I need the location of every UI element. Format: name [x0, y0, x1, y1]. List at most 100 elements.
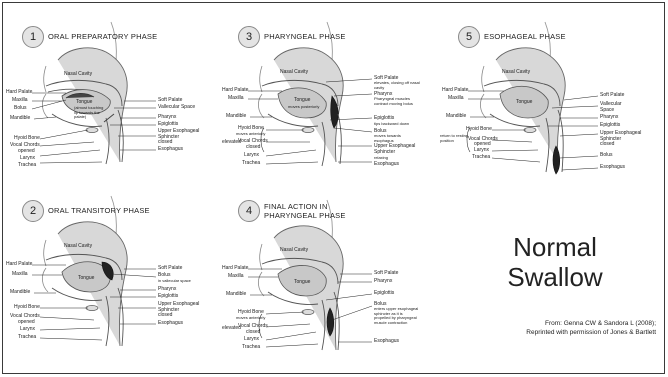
label-mandible: Mandible	[10, 290, 30, 296]
label-pharynx: Pharynx	[158, 115, 176, 121]
label-trachea: Trachea	[242, 161, 260, 167]
label-nasal-cavity: Nasal Cavity	[64, 72, 92, 78]
label-tongue: Tongue	[294, 280, 310, 286]
label-larynx: Larynx	[20, 156, 35, 162]
label-trachea: Trachea	[242, 345, 260, 351]
label-ues-closed: closed	[158, 140, 172, 146]
phase-title: FINAL ACTION IN PHARYNGEAL PHASE	[264, 202, 346, 220]
label-pharynx: Pharynx	[600, 115, 618, 121]
label-esophagus: Esophagus	[158, 147, 183, 153]
label-vocal-closed: closed	[246, 145, 260, 151]
slide-title-line-2: Swallow	[470, 262, 640, 292]
label-mandible: Mandible	[226, 114, 246, 120]
label-pharynx-note: Pharyngeal muscles contract moving bolus	[374, 97, 418, 106]
label-esophagus: Esophagus	[600, 165, 625, 171]
phase-title-line-2: PHARYNGEAL PHASE	[264, 211, 346, 220]
label-epiglottis: Epiglottis	[374, 291, 394, 297]
label-maxilla: Maxilla	[12, 98, 28, 104]
label-vallecular-space: Vallecular Space	[600, 102, 630, 113]
phase-number-badge: 4	[238, 200, 260, 222]
label-esophagus: Esophagus	[374, 339, 399, 345]
label-epiglottis: Epiglottis	[158, 294, 178, 300]
panel-oral-preparatory: 1 ORAL PREPARATORY PHASE Nasal Cavity Ha…	[6, 22, 220, 187]
slide-title: Normal Swallow	[470, 232, 640, 292]
phase-number-badge: 3	[238, 26, 260, 48]
label-hyoid-note: moves anteriorly	[236, 315, 265, 321]
label-vallecular-space: Vallecular Space	[158, 105, 195, 111]
label-soft-palate-note: elevates, closing off nasal cavity	[374, 81, 430, 90]
label-tongue: Tongue	[294, 98, 310, 104]
label-bolus: Bolus	[600, 153, 613, 159]
label-bolus-note: in vallecular space	[158, 278, 191, 284]
label-trachea: Trachea	[472, 155, 490, 161]
label-bolus-note: moves towards esophagus	[374, 134, 418, 143]
label-vocal-opened: opened	[18, 149, 35, 155]
label-larynx: Larynx	[244, 337, 259, 343]
label-epiglottis-note: tips backward down	[374, 121, 409, 127]
phase-title-line-1: FINAL ACTION IN	[264, 202, 346, 211]
label-larynx: Larynx	[244, 153, 259, 159]
label-mandible: Mandible	[226, 292, 246, 298]
label-hard-palate: Hard Palate	[222, 88, 248, 94]
panel-pharyngeal: 3 PHARYNGEAL PHASE Nasal Cavity Hard Pal…	[222, 22, 436, 192]
label-bracket-resting: return to resting position	[440, 134, 468, 143]
label-vocal-opened: opened	[18, 320, 35, 326]
label-hard-palate: Hard Palate	[6, 90, 32, 96]
label-nasal-cavity: Nasal Cavity	[280, 248, 308, 254]
label-trachea: Trachea	[18, 335, 36, 341]
label-bolus: Bolus	[14, 106, 27, 112]
phase-title: ESOPHAGEAL PHASE	[484, 32, 566, 41]
phase-title: ORAL PREPARATORY PHASE	[48, 32, 157, 41]
label-upper-esophageal-sphincter: Upper Esophageal Sphincter	[374, 144, 428, 155]
label-tongue-note: (almost touching lip towards the palate)	[74, 106, 108, 120]
label-hyoid-bone: Hyoid Bone	[14, 136, 40, 142]
label-hard-palate: Hard Palate	[222, 266, 248, 272]
label-tongue-note: moves posteriorly	[288, 104, 319, 110]
label-esophagus: Esophagus	[158, 321, 183, 327]
label-tongue: Tongue	[78, 276, 94, 282]
source-credit: From: Genna CW & Sandora L (2008); Repri…	[440, 320, 656, 337]
label-ues-closed: closed	[600, 142, 614, 148]
slide-title-line-1: Normal	[470, 232, 640, 262]
label-nasal-cavity: Nasal Cavity	[502, 70, 530, 76]
phase-number-badge: 1	[22, 26, 44, 48]
panel-final-pharyngeal: 4 FINAL ACTION IN PHARYNGEAL PHASE Nasal…	[222, 196, 436, 368]
label-nasal-cavity: Nasal Cavity	[280, 70, 308, 76]
label-hard-palate: Hard Palate	[442, 88, 468, 94]
label-vocal-closed: closed	[246, 330, 260, 336]
label-maxilla: Maxilla	[228, 274, 244, 280]
label-larynx: Larynx	[20, 327, 35, 333]
label-ues-closed: closed	[158, 313, 172, 319]
panel-oral-transitory: 2 ORAL TRANSITORY PHASE Nasal Cavity Har…	[6, 196, 220, 368]
phase-number-badge: 5	[458, 26, 480, 48]
label-hyoid-bone: Hyoid Bone	[466, 127, 492, 133]
label-esophagus: Esophagus	[374, 162, 399, 168]
phase-title: ORAL TRANSITORY PHASE	[48, 206, 150, 215]
label-soft-palate: Soft Palate	[158, 98, 182, 104]
label-ues-note: relaxing	[374, 155, 388, 161]
phase-title: PHARYNGEAL PHASE	[264, 32, 346, 41]
label-pharynx: Pharynx	[158, 287, 176, 293]
label-mandible: Mandible	[10, 116, 30, 122]
label-maxilla: Maxilla	[12, 272, 28, 278]
label-soft-palate: Soft Palate	[600, 93, 624, 99]
label-soft-palate: Soft Palate	[158, 266, 182, 272]
label-nasal-cavity: Nasal Cavity	[64, 244, 92, 250]
label-maxilla: Maxilla	[228, 96, 244, 102]
label-bolus-note: enters upper esophageal sphincter as it …	[374, 307, 420, 325]
credit-line-2: Reprinted with permission of Jones & Bar…	[440, 329, 656, 338]
label-hyoid-bone: Hyoid Bone	[14, 305, 40, 311]
label-soft-palate: Soft Palate	[374, 271, 398, 277]
label-larynx: Larynx	[474, 148, 489, 154]
label-epiglottis: Epiglottis	[600, 123, 620, 129]
label-mandible: Mandible	[446, 114, 466, 120]
label-epiglottis: Epiglottis	[158, 122, 178, 128]
label-trachea: Trachea	[18, 163, 36, 169]
label-hyoid-note: moves anteriorly	[236, 131, 265, 137]
phase-number-badge: 2	[22, 200, 44, 222]
label-hard-palate: Hard Palate	[6, 262, 32, 268]
panel-esophageal: 5 ESOPHAGEAL PHASE Nasal Cavity Hard Pal…	[440, 22, 662, 192]
label-tongue: Tongue	[516, 100, 532, 106]
label-pharynx: Pharynx	[374, 279, 392, 285]
